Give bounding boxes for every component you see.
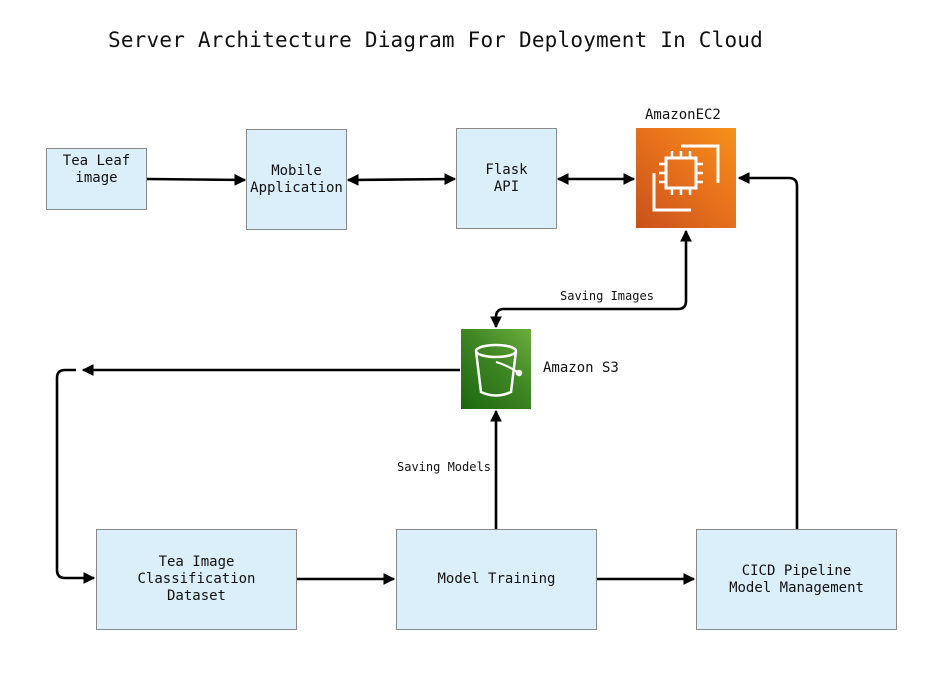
model-training-node: Model Training	[396, 529, 597, 630]
tea-leaf-node: Tea Leaf image	[46, 148, 147, 210]
edge-loop-dataset	[55, 368, 96, 584]
mobile-application-node: Mobile Application	[246, 129, 347, 230]
ec2-node	[636, 128, 736, 228]
s3-node	[461, 329, 531, 409]
saving-models-label: Saving Models	[397, 460, 491, 474]
dataset-node: Tea Image Classification Dataset	[96, 529, 297, 630]
flask-api-node: Flask API	[456, 128, 557, 229]
edge-ec2-s3	[490, 229, 692, 329]
cicd-pipeline-node: CICD Pipeline Model Management	[696, 529, 897, 630]
saving-images-label: Saving Images	[560, 289, 654, 303]
edge-leaf-to-mobile	[146, 174, 247, 186]
edge-mobile-flask	[346, 173, 457, 186]
s3-label: Amazon S3	[543, 360, 619, 376]
edge-cicd-ec2	[737, 172, 799, 529]
diagram-title: Server Architecture Diagram For Deployme…	[108, 28, 763, 52]
ec2-label: AmazonEC2	[645, 107, 721, 123]
chip-icon	[652, 144, 720, 212]
bucket-icon	[474, 343, 523, 397]
